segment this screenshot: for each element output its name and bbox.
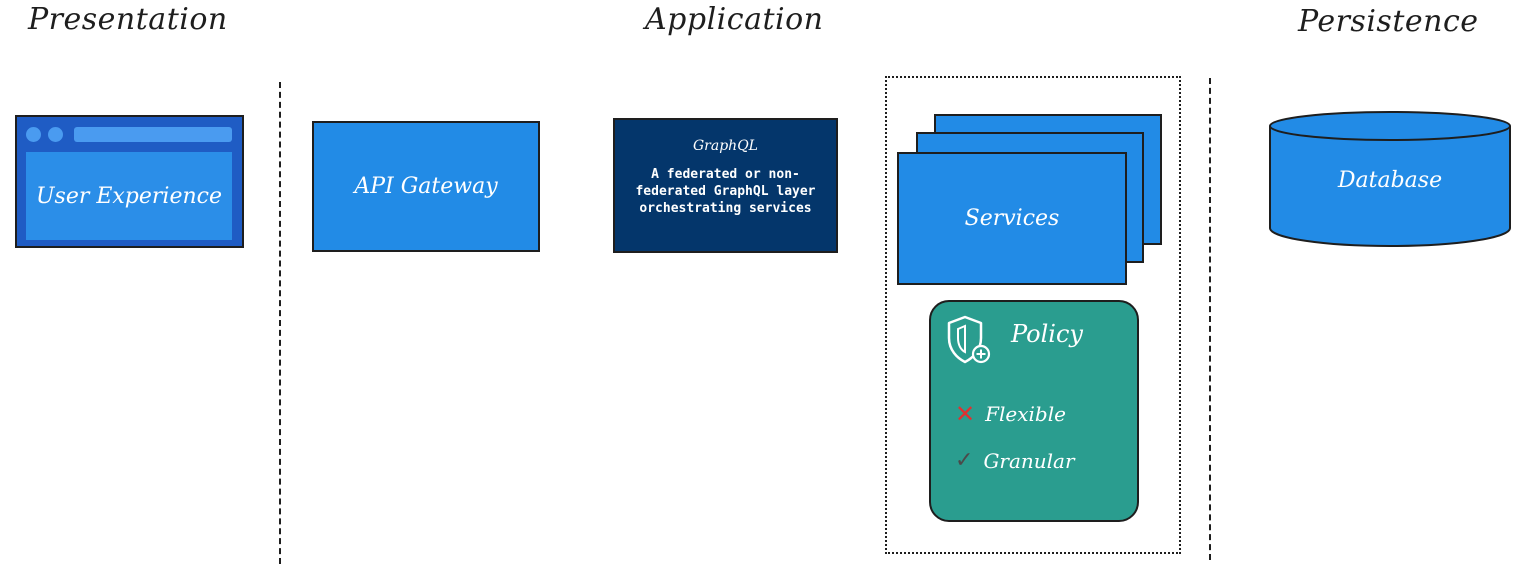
database-label: Database xyxy=(1337,168,1443,193)
policy-title: Policy xyxy=(1011,320,1083,348)
database-node[interactable] xyxy=(1268,108,1512,248)
policy-item-label: Granular xyxy=(983,448,1075,473)
check-mark-icon: ✓ xyxy=(955,448,974,473)
address-bar xyxy=(74,127,232,142)
graphql-node[interactable]: GraphQL A federated or non-federated Gra… xyxy=(613,118,838,253)
user-experience-node[interactable]: User Experience xyxy=(15,115,244,248)
heading-application: Application xyxy=(645,2,824,37)
graphql-title: GraphQL xyxy=(693,138,758,154)
heading-presentation: Presentation xyxy=(28,2,228,37)
graphql-description: A federated or non-federated GraphQL lay… xyxy=(635,167,816,216)
api-gateway-node[interactable]: API Gateway xyxy=(312,121,540,252)
api-gateway-label: API Gateway xyxy=(354,174,498,199)
services-label: Services xyxy=(964,206,1060,231)
policy-item-label: Flexible xyxy=(985,402,1066,426)
x-mark-icon: ✕ xyxy=(955,400,976,428)
user-experience-label: User Experience xyxy=(26,152,232,240)
services-node[interactable]: Services xyxy=(897,152,1127,285)
window-dot-icon xyxy=(48,127,63,142)
services-policy-group xyxy=(885,76,1181,554)
policy-node[interactable]: Policy ✕ Flexible ✓ Granular xyxy=(929,300,1139,522)
separator-presentation-application xyxy=(279,82,281,564)
window-dot-icon xyxy=(26,127,41,142)
separator-application-persistence xyxy=(1209,78,1211,560)
policy-item-flexible: ✕ Flexible xyxy=(955,400,1066,428)
heading-persistence: Persistence xyxy=(1298,4,1479,39)
shield-plus-icon xyxy=(947,315,991,364)
policy-item-granular: ✓ Granular xyxy=(955,448,1075,473)
